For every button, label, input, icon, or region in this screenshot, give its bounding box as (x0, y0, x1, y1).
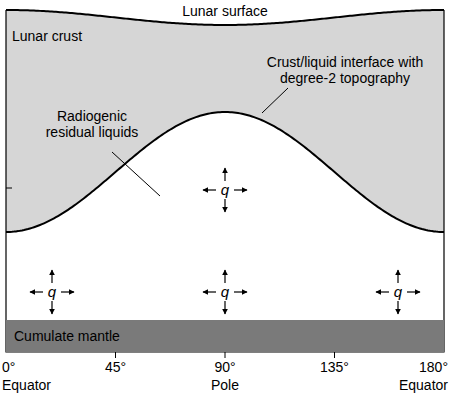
axis-tick (225, 352, 226, 358)
flux-arrow (61, 291, 74, 292)
callout-label: Crust/liquid interface with degree-2 top… (260, 54, 430, 86)
flux-arrow (224, 168, 225, 181)
axis-name: Pole (211, 377, 239, 393)
axis-value: 135° (320, 359, 349, 375)
flux-arrow (234, 189, 247, 190)
flux-arrow (51, 301, 52, 314)
flux-symbol: q (221, 182, 229, 198)
flux-arrow (203, 291, 216, 292)
mantle-band: Cumulate mantle (6, 320, 444, 352)
flux-symbol: q (48, 284, 56, 300)
flux-arrow (51, 270, 52, 283)
flux-arrow (203, 189, 216, 190)
axis-value: 0° (2, 359, 15, 375)
axis-name: Equator (2, 377, 51, 393)
callout-label: Radiogenic residual liquids (44, 108, 140, 140)
axis-tick (334, 352, 335, 358)
flux-arrow (407, 291, 420, 292)
flux-symbol: q (394, 284, 402, 300)
leader-line (112, 152, 160, 196)
flux-arrow (30, 291, 43, 292)
flux-arrow (376, 291, 389, 292)
flux-arrow (234, 291, 247, 292)
flux-symbol: q (221, 284, 229, 300)
axis-name: Equator (399, 377, 448, 393)
axis-value: 45° (105, 359, 126, 375)
region-label: Lunar crust (12, 28, 82, 44)
surface-label: Lunar surface (182, 3, 268, 19)
axis-value: 90° (214, 359, 235, 375)
flux-arrow (397, 301, 398, 314)
flux-arrow (397, 270, 398, 283)
frame-line (6, 10, 444, 352)
axis-value: 180° (419, 359, 448, 375)
axis-tick (6, 188, 12, 189)
axis-tick (115, 352, 116, 358)
flux-arrow (224, 301, 225, 314)
crust-region (6, 10, 444, 232)
leader-line (262, 88, 288, 113)
flux-arrow (224, 199, 225, 212)
flux-arrow (224, 270, 225, 283)
layer-label: Cumulate mantle (14, 328, 436, 344)
